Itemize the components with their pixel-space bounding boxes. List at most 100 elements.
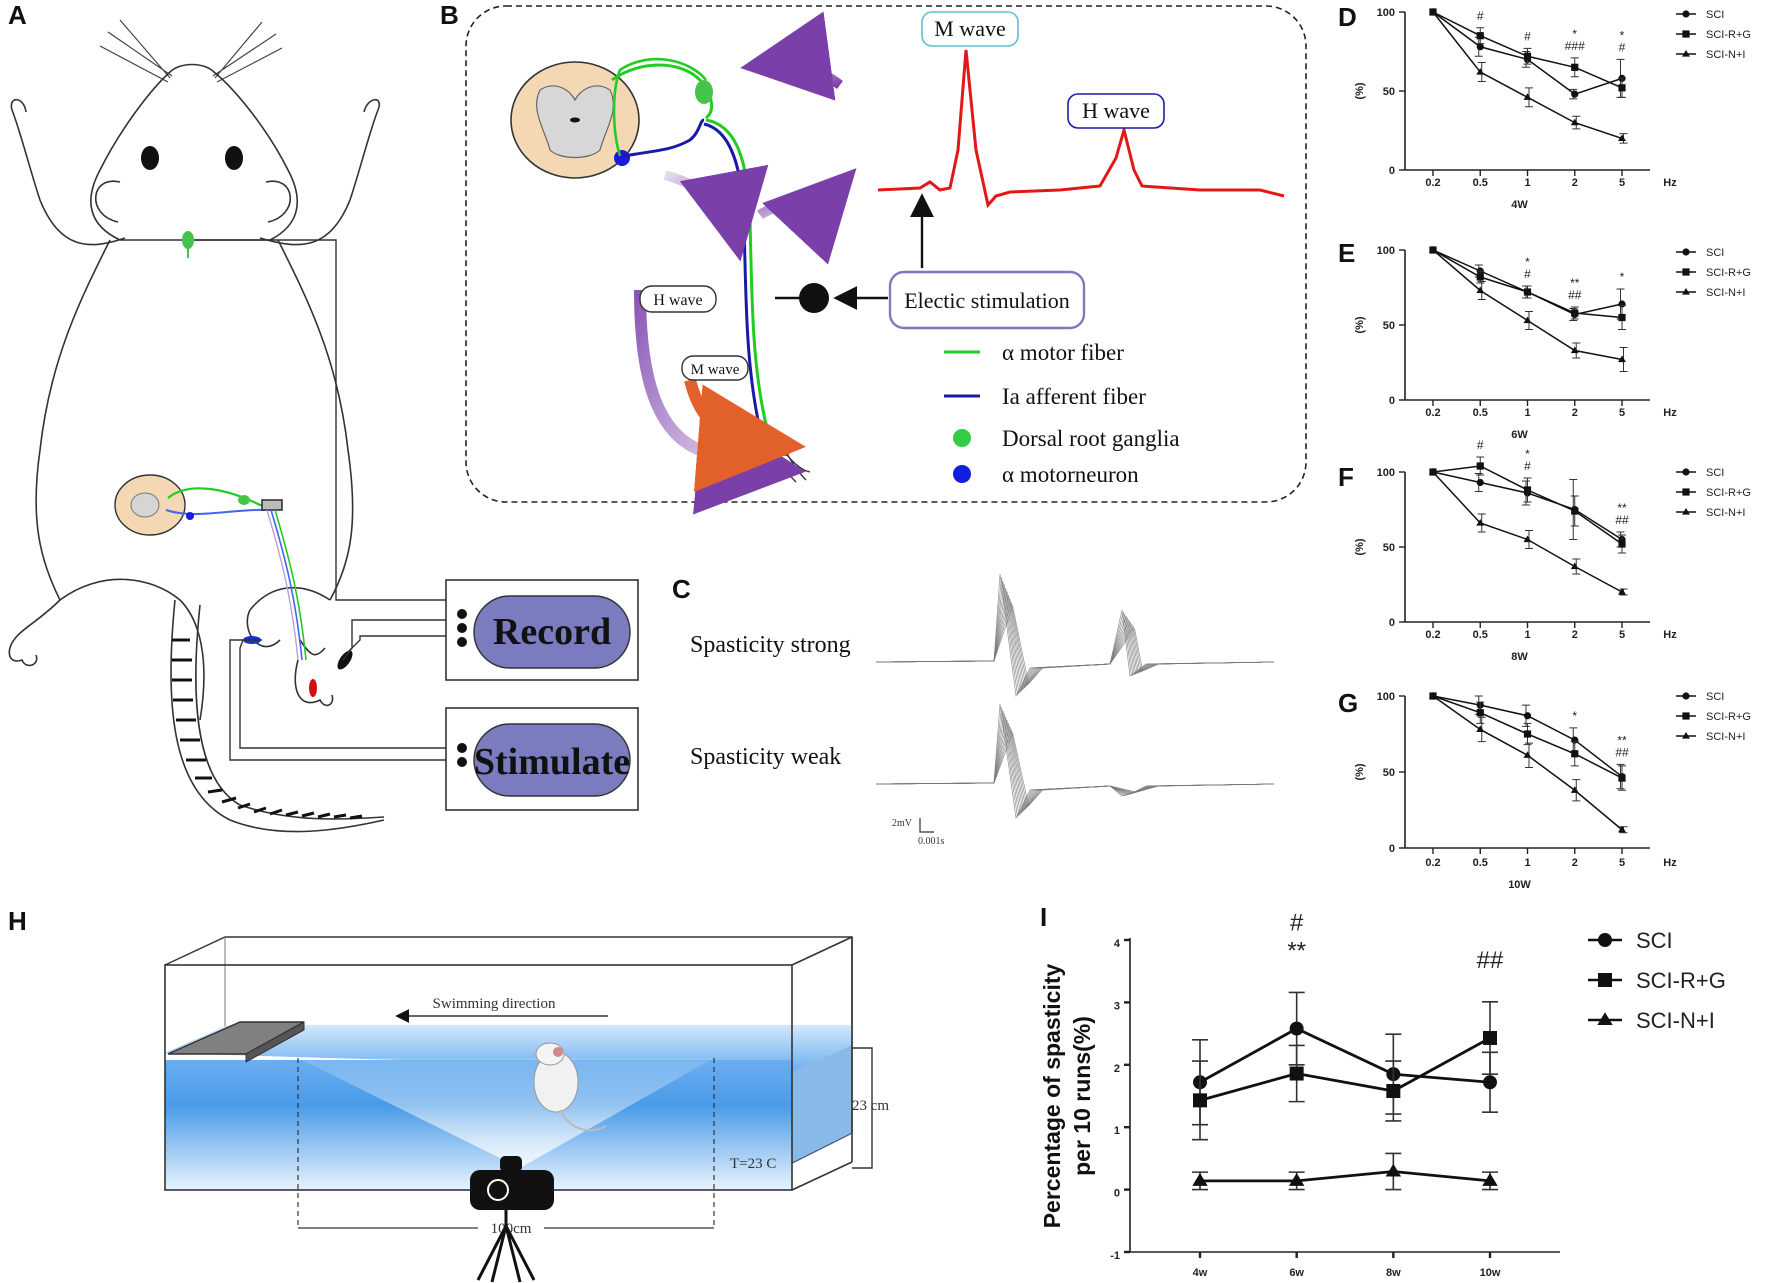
panel-label-g: G (1338, 688, 1358, 718)
y-tick-label: 0 (1389, 843, 1395, 855)
dashed-frame (465, 5, 1307, 503)
legend-swatch (953, 429, 971, 447)
x-tick-label: 1 (1524, 857, 1530, 869)
x-tick-label: 1 (1524, 407, 1530, 419)
trace-line (875, 588, 1275, 692)
legend-label: SCI-N+I (1706, 287, 1745, 299)
series-sci (1192, 991, 1498, 1126)
spasticity-traces: Spasticity strong Spasticity weak 2mV 0.… (690, 573, 1275, 847)
panel-label-c: C (672, 574, 691, 604)
data-point (1682, 30, 1690, 38)
x-tick-label: 0.2 (1425, 407, 1440, 419)
spasticity-weak-label: Spasticity weak (690, 744, 841, 770)
panel-label-i: I (1040, 902, 1047, 932)
data-point (1476, 273, 1484, 281)
stimulate-device: Stimulate (445, 707, 639, 811)
legend-item: Dorsal root ganglia (953, 426, 1180, 451)
data-point (1682, 248, 1690, 256)
x-axis-title: 10W (1508, 879, 1531, 891)
data-point (1571, 507, 1579, 515)
data-point (1523, 535, 1532, 543)
strong-trace-group (875, 573, 1275, 698)
y-tick-label: 100 (1377, 467, 1395, 479)
x-tick-label: 0.2 (1425, 177, 1440, 189)
x-tick-label: 10w (1480, 1267, 1501, 1279)
data-point (1570, 786, 1579, 793)
significance-mark: # (1524, 459, 1531, 473)
y-tick-label: 50 (1383, 86, 1395, 98)
significance-mark: # (1477, 438, 1484, 452)
x-axis-title: 8W (1511, 651, 1528, 663)
trace-line (875, 703, 1275, 820)
significance-mark: ** (1570, 276, 1580, 290)
data-point (1618, 774, 1626, 782)
y-axis-title: (%) (1354, 538, 1366, 555)
data-point (1192, 1173, 1208, 1186)
significance-mark: * (1620, 28, 1625, 42)
m-wave-tag: M wave (691, 362, 740, 378)
data-point (1429, 7, 1437, 15)
significance-mark: # (1290, 909, 1304, 936)
panel-label-h: H (8, 906, 27, 936)
x-axis-title: 4W (1511, 199, 1528, 211)
data-point (1476, 32, 1484, 40)
significance-mark: * (1572, 27, 1577, 41)
data-point (1618, 355, 1626, 363)
data-point (1523, 751, 1532, 758)
data-point (1476, 518, 1485, 526)
panel-label-f: F (1338, 462, 1354, 492)
panel-label-b: B (440, 0, 459, 30)
trace-line (875, 580, 1275, 695)
scale-y-label: 2mV (892, 818, 913, 829)
data-point (1571, 90, 1579, 98)
trace-line (875, 577, 1275, 696)
series-sci-r-g (1192, 1000, 1498, 1141)
significance-mark: # (1619, 40, 1626, 54)
data-point (1483, 1075, 1497, 1090)
data-point (1289, 1021, 1304, 1036)
y-tick-label: 4 (1114, 938, 1121, 950)
swimming-rat-icon (533, 1042, 607, 1132)
spinal-cord-icon (510, 61, 640, 179)
significance-mark: ** (1617, 501, 1627, 515)
data-point (1618, 134, 1626, 141)
legend-swatch (953, 465, 971, 483)
height-label: 23 cm (852, 1098, 889, 1114)
swim-direction-label: Swimming direction (433, 996, 556, 1012)
series-sci-r-g (1429, 8, 1626, 98)
significance-mark: * (1572, 709, 1577, 723)
legend-label: SCI (1636, 928, 1673, 953)
data-point (1385, 1163, 1402, 1177)
series-line (1200, 1170, 1491, 1183)
legend-label: SCI (1706, 467, 1724, 479)
data-point (1476, 68, 1485, 75)
y-tick-label: 1 (1114, 1125, 1120, 1137)
legend-label: Dorsal root ganglia (1002, 426, 1180, 451)
legend-label: SCI (1706, 247, 1724, 259)
significance-mark: # (1477, 9, 1484, 23)
data-point (1597, 1012, 1613, 1026)
stimulation-label: Electic stimulation (904, 288, 1070, 313)
trace-line (875, 584, 1275, 693)
data-point (1476, 462, 1484, 470)
data-point (1483, 1030, 1497, 1045)
legend-label: SCI-N+I (1706, 49, 1745, 61)
series-sci-r-g (1429, 456, 1626, 554)
data-point (1571, 309, 1579, 317)
data-point (1618, 587, 1626, 595)
significance-mark: * (1620, 270, 1625, 284)
y-tick-label: 2 (1114, 1063, 1120, 1075)
significance-mark: ## (1615, 745, 1629, 759)
significance-mark: * (1525, 255, 1530, 269)
x-tick-label: 0.5 (1473, 407, 1488, 419)
data-point (1429, 245, 1437, 253)
series-sci-n-i (1429, 245, 1628, 372)
trace-line (875, 604, 1275, 685)
